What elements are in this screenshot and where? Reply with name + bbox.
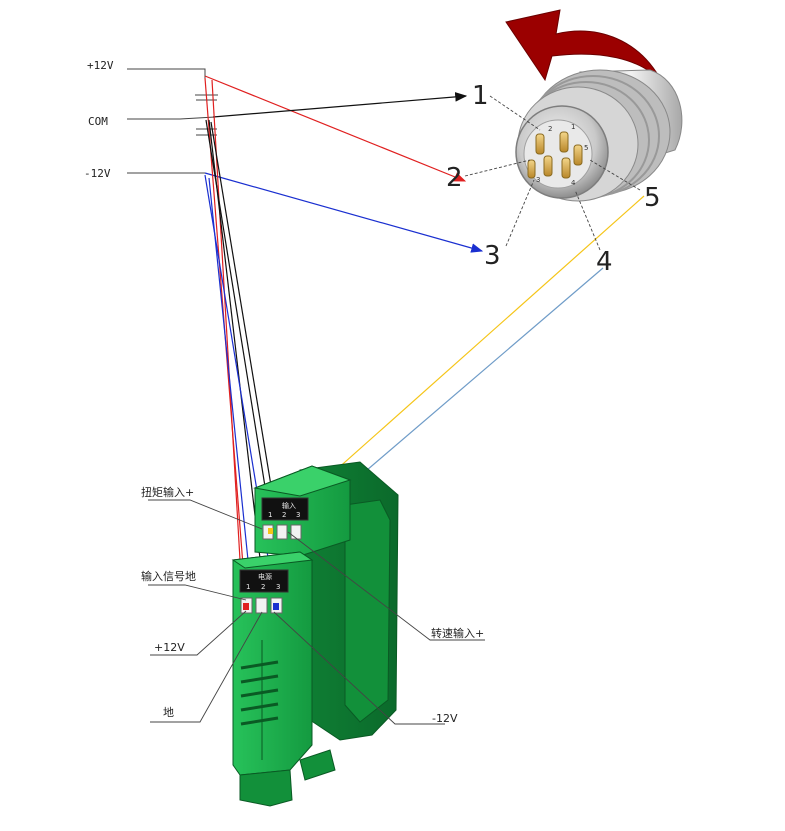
m12-connector: 2 1 5 3 4 — [515, 69, 683, 202]
blue-terminal-marker — [273, 603, 279, 610]
pin-number-1: 1 — [472, 81, 489, 111]
pin-number-4: 4 — [596, 247, 613, 277]
callout-input-signal-ground: 输入信号地 — [141, 569, 196, 583]
callout-ground: 地 — [163, 706, 174, 719]
vent-slots — [240, 660, 279, 726]
plus12v-label: +12V — [87, 59, 114, 72]
lower-label-window — [239, 569, 289, 593]
upper-label-window — [261, 497, 309, 521]
lower-terminal-2: 2 — [261, 583, 265, 591]
upper-terminal-1: 1 — [268, 511, 272, 519]
wire-red-pin2 — [204, 75, 467, 182]
callout-minus12v: -12V — [432, 712, 458, 725]
yellow-terminal-marker — [268, 528, 273, 534]
face-num-4: 4 — [571, 179, 576, 187]
connector-pins — [527, 131, 583, 179]
com-label: COM — [88, 115, 108, 128]
lower-panel-title: 电源 — [258, 572, 272, 581]
face-num-3: 3 — [536, 176, 540, 184]
callout-plus12v: +12V — [154, 641, 185, 654]
face-num-2: 2 — [548, 125, 552, 133]
wire-blue-pin3 — [204, 172, 484, 253]
minus12v-label: -12V — [84, 167, 111, 180]
pin-number-3: 3 — [484, 241, 501, 271]
face-num-5: 5 — [584, 144, 588, 152]
upper-terminal-2: 2 — [282, 511, 286, 519]
callout-lines — [148, 499, 485, 725]
wire-black-pin1 — [212, 92, 468, 118]
upper-panel-title: 输入 — [282, 501, 296, 510]
pin-leaders — [464, 95, 641, 251]
callout-speed-input: 转速输入+ — [431, 626, 484, 640]
lower-terminal-1: 1 — [246, 583, 250, 591]
callout-torque-input: 扭矩输入+ — [141, 485, 194, 499]
pin-number-2: 2 — [446, 163, 463, 193]
din-rail-module: 输入 1 2 3 电源 1 2 3 — [231, 461, 399, 807]
power-leads — [127, 68, 218, 174]
lower-terminal-3: 3 — [276, 583, 280, 591]
pin-number-5: 5 — [644, 183, 661, 213]
red-terminal-marker — [243, 603, 249, 610]
face-num-1: 1 — [571, 123, 575, 131]
upper-terminal-3: 3 — [296, 511, 300, 519]
